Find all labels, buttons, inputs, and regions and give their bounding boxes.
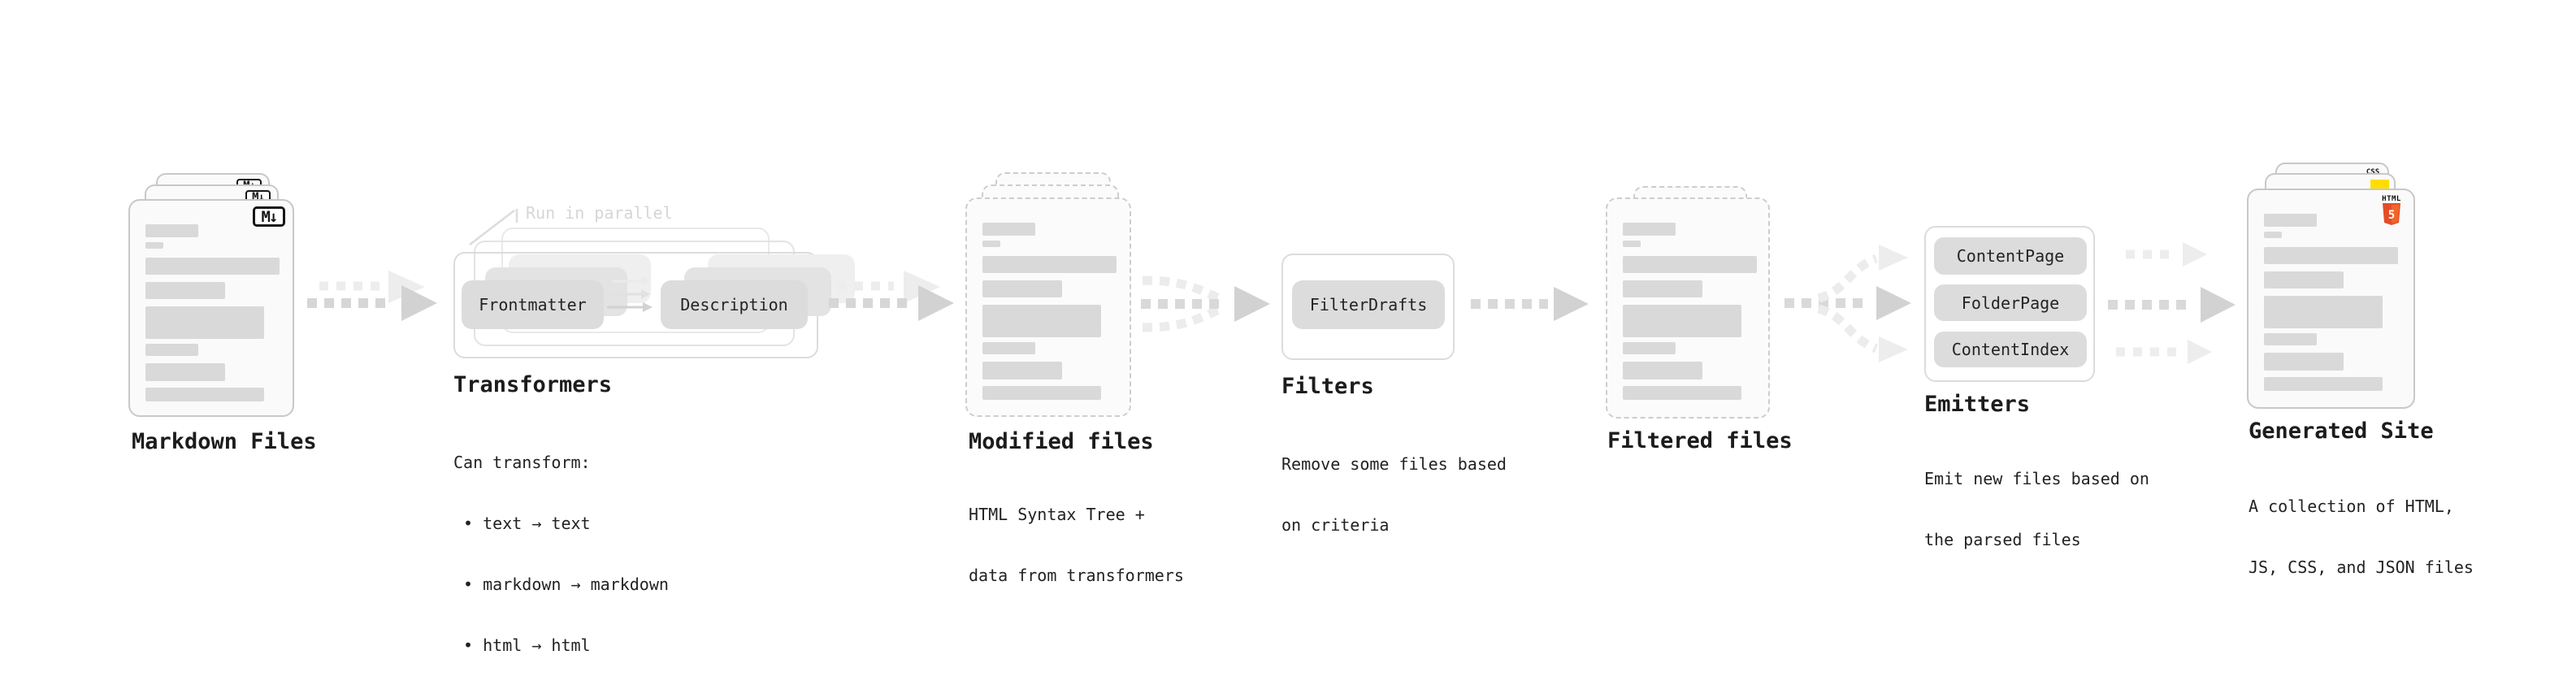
desc-line: HTML Syntax Tree + bbox=[969, 505, 1145, 524]
text-placeholder-bar bbox=[1623, 223, 1676, 236]
desc-line: Can transform: bbox=[453, 453, 591, 472]
text-placeholder-bar bbox=[982, 241, 1000, 247]
arrow-filters-to-filtered bbox=[1471, 287, 1589, 321]
stage-title-markdown-files: Markdown Files bbox=[132, 429, 317, 454]
stage-title-filters: Filters bbox=[1281, 374, 1374, 399]
text-placeholder-bar bbox=[2264, 377, 2383, 391]
text-placeholder-bar bbox=[982, 342, 1035, 354]
stage-title-emitters: Emitters bbox=[1924, 392, 2031, 417]
arrow-markdown-to-transformers bbox=[307, 271, 437, 321]
contentpage-chip: ContentPage bbox=[1934, 237, 2087, 275]
desc-line: data from transformers bbox=[969, 566, 1184, 585]
text-placeholder-bar bbox=[145, 344, 198, 356]
html5-logo-icon: HTML 5 bbox=[2382, 195, 2401, 228]
desc-line: A collection of HTML, bbox=[2249, 497, 2454, 516]
text-placeholder-bar bbox=[145, 388, 264, 401]
desc-line: Emit new files based on bbox=[1924, 469, 2149, 488]
text-placeholder-bar bbox=[2264, 232, 2282, 238]
text-placeholder-bar bbox=[2264, 296, 2383, 328]
desc-line: Remove some files based bbox=[1281, 454, 1507, 474]
stage-desc-modified-files: HTML Syntax Tree + data from transformer… bbox=[969, 464, 1184, 627]
arrow-modified-to-filters-converge bbox=[1141, 275, 1270, 332]
text-placeholder-bar bbox=[1623, 280, 1702, 297]
modified-file-card-front bbox=[965, 197, 1131, 417]
svg-text:5: 5 bbox=[2388, 209, 2395, 222]
filters-box bbox=[1281, 254, 1455, 360]
stage-desc-generated-site: A collection of HTML, JS, CSS, and JSON … bbox=[2249, 456, 2474, 618]
text-placeholder-bar bbox=[982, 305, 1101, 337]
text-placeholder-bar bbox=[1623, 241, 1641, 247]
markdown-file-card-front: M↓ bbox=[128, 199, 294, 417]
generated-file-card-html: HTML 5 bbox=[2247, 189, 2415, 409]
frontmatter-chip: Frontmatter bbox=[462, 280, 604, 329]
desc-line: on criteria bbox=[1281, 515, 1390, 535]
filtered-file-card-front bbox=[1606, 197, 1770, 419]
contentindex-chip: ContentIndex bbox=[1934, 332, 2087, 367]
desc-line: • markdown → markdown bbox=[453, 575, 669, 594]
run-in-parallel-annotation: Run in parallel bbox=[526, 203, 673, 223]
text-placeholder-bar bbox=[982, 256, 1117, 273]
text-placeholder-bar bbox=[145, 224, 198, 237]
text-placeholder-bar bbox=[2264, 214, 2317, 227]
stage-desc-transformers: Can transform: • text → text • markdown … bbox=[453, 412, 669, 681]
text-placeholder-bar bbox=[982, 280, 1062, 297]
text-placeholder-bar bbox=[982, 223, 1035, 236]
desc-line: • text → text bbox=[453, 514, 591, 533]
filterdrafts-chip: FilterDrafts bbox=[1292, 280, 1445, 329]
description-chip: Description bbox=[661, 280, 808, 329]
text-placeholder-bar bbox=[1623, 256, 1757, 273]
text-placeholder-bar bbox=[1623, 386, 1741, 400]
text-placeholder-bar bbox=[2264, 247, 2398, 264]
text-placeholder-bar bbox=[145, 258, 280, 275]
text-placeholder-bar bbox=[145, 306, 264, 339]
text-placeholder-bar bbox=[1623, 305, 1741, 337]
stage-title-filtered-files: Filtered files bbox=[1607, 428, 1793, 453]
text-placeholder-bar bbox=[982, 386, 1101, 400]
stage-title-modified-files: Modified files bbox=[969, 429, 1154, 454]
desc-line: the parsed files bbox=[1924, 530, 2081, 549]
text-placeholder-bar bbox=[1623, 362, 1702, 380]
text-placeholder-bar bbox=[145, 282, 225, 299]
text-placeholder-bar bbox=[2264, 333, 2317, 345]
desc-line: • html → html bbox=[453, 635, 591, 655]
stage-desc-filters: Remove some files based on criteria bbox=[1281, 414, 1507, 576]
folderpage-chip: FolderPage bbox=[1934, 284, 2087, 321]
stage-title-generated-site: Generated Site bbox=[2249, 419, 2434, 444]
emitters-box bbox=[1924, 226, 2095, 382]
stage-desc-emitters: Emit new files based on the parsed files bbox=[1924, 428, 2149, 591]
stage-title-transformers: Transformers bbox=[453, 372, 613, 397]
text-placeholder-bar bbox=[145, 363, 225, 381]
text-placeholder-bar bbox=[2264, 353, 2344, 371]
text-placeholder-bar bbox=[982, 362, 1062, 380]
desc-line: JS, CSS, and JSON files bbox=[2249, 557, 2474, 577]
text-placeholder-bar bbox=[1623, 342, 1676, 354]
text-placeholder-bar bbox=[2264, 271, 2344, 288]
arrow-emitters-to-generated bbox=[2108, 242, 2236, 364]
arrow-filtered-to-emitters-diverge bbox=[1785, 245, 1911, 362]
markdown-logo-icon: M↓ bbox=[253, 206, 285, 227]
text-placeholder-bar bbox=[145, 242, 163, 249]
